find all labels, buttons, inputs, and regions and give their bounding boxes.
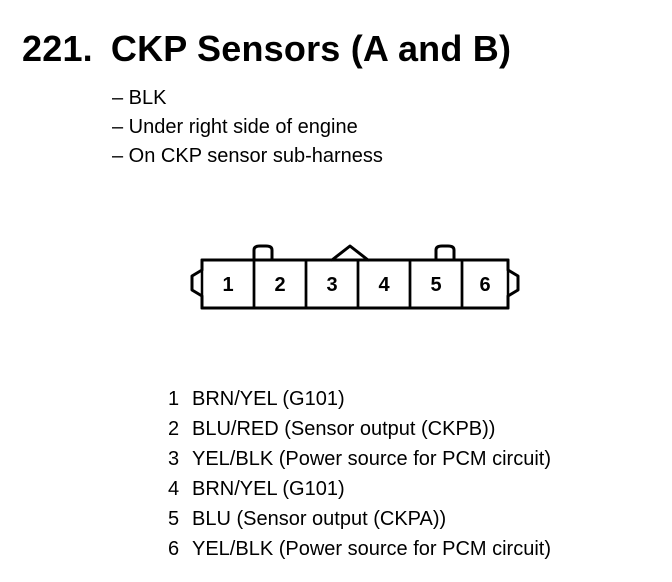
pin-label-2: 2: [274, 274, 285, 296]
pin-label-1: 1: [222, 274, 233, 296]
detail-harness: – On CKP sensor sub-harness: [112, 145, 383, 167]
pin-label-4: 4: [378, 274, 390, 296]
pinout-row: 1 BRN/YEL (G101): [168, 384, 551, 414]
page-title: 221. CKP Sensors (A and B): [22, 28, 511, 70]
pinout-row: 5 BLU (Sensor output (CKPA)): [168, 504, 551, 534]
pinout-number: 4: [168, 478, 180, 500]
title-text: CKP Sensors (A and B): [110, 28, 512, 69]
pinout-description: BRN/YEL (G101): [192, 388, 345, 410]
pinout-number: 5: [168, 508, 180, 530]
pinout-number: 2: [168, 418, 180, 440]
pinout-description: YEL/BLK (Power source for PCM circuit): [192, 538, 551, 560]
connector-outline: [190, 258, 520, 310]
pinout-row: 3 YEL/BLK (Power source for PCM circuit): [168, 444, 551, 474]
left-lock-tab: [252, 244, 274, 262]
pin-label-3: 3: [326, 274, 337, 296]
pinout-description: BLU (Sensor output (CKPA)): [192, 508, 447, 530]
pin-label-6: 6: [479, 274, 490, 296]
center-key-tab: [330, 244, 370, 262]
pinout-number: 6: [168, 538, 180, 560]
detail-color: – BLK: [112, 87, 167, 109]
connector-details: – BLK – Under right side of engine – On …: [112, 84, 383, 171]
pin-label-5: 5: [430, 274, 441, 296]
pinout-description: BRN/YEL (G101): [192, 478, 345, 500]
detail-location: – Under right side of engine: [112, 116, 358, 138]
pinout-description: YEL/BLK (Power source for PCM circuit): [192, 448, 551, 470]
pinout-row: 4 BRN/YEL (G101): [168, 474, 551, 504]
pinout-description: BLU/RED (Sensor output (CKPB)): [192, 418, 496, 440]
pinout-row: 2 BLU/RED (Sensor output (CKPB)): [168, 414, 551, 444]
right-lock-tab: [434, 244, 456, 262]
title-number: 221.: [22, 28, 93, 69]
pinout-number: 3: [168, 448, 180, 470]
connector-diagram: 1 2 3 4 5 6: [190, 244, 520, 310]
pinout-row: 6 YEL/BLK (Power source for PCM circuit): [168, 534, 551, 564]
pin-cell-6: [460, 258, 510, 310]
pinout-number: 1: [168, 388, 180, 410]
